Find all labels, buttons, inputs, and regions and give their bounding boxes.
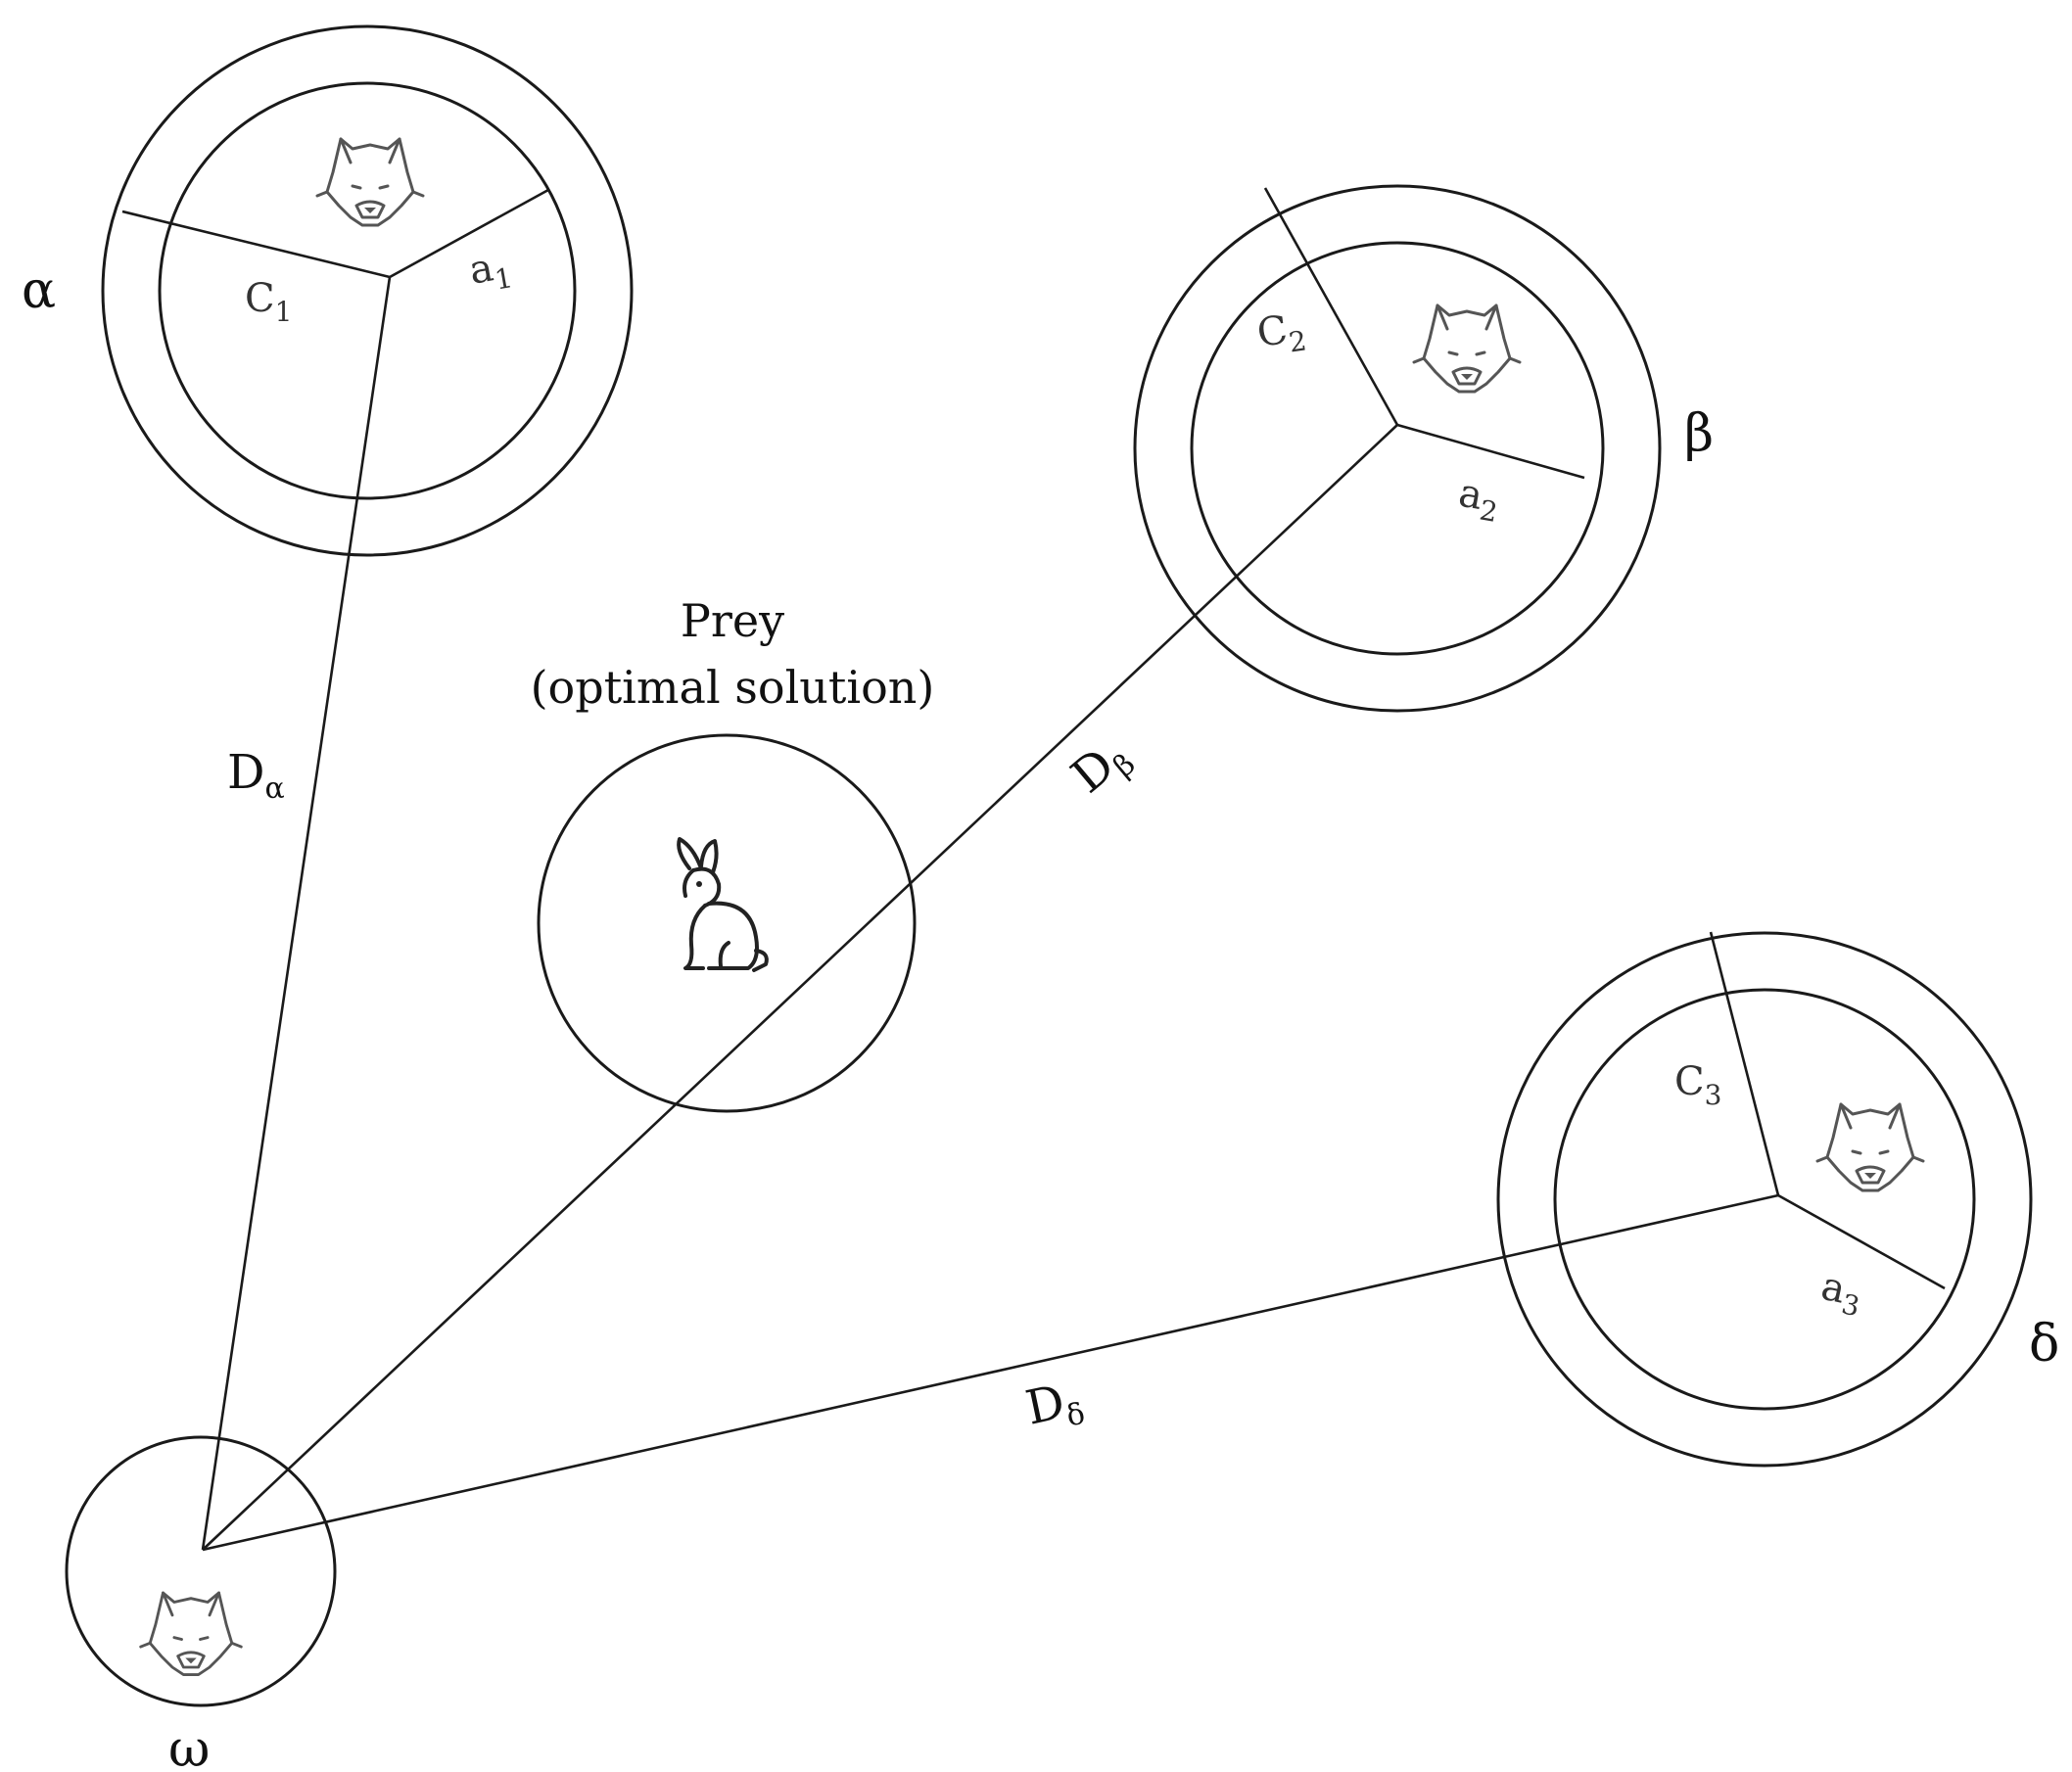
rabbit-icon [677,837,769,972]
distance-line-delta [202,1193,1779,1552]
distance-delta-label: Dδ [1021,1371,1088,1441]
beta-a-label: a2 [1454,471,1503,529]
omega-circle [65,1435,337,1707]
beta-wolf-head-icon [1412,303,1522,394]
delta-wolf-head-icon [1815,1102,1925,1192]
delta-c-radius [1709,931,1780,1196]
delta-a-label: a3 [1815,1264,1866,1324]
alpha-wolf-node: α C1 a1 [22,24,634,557]
distance-beta-label: Dβ [1061,726,1143,808]
omega-label: ω [168,1720,210,1772]
alpha-c-label: C1 [245,276,292,328]
distance-line-beta [202,424,1398,1551]
delta-c-label: C3 [1674,1059,1721,1111]
beta-outer-circle [1133,184,1662,713]
beta-a-radius [1396,423,1585,480]
alpha-a-radius [389,188,549,279]
distance-alpha-label: Dα [227,745,285,806]
alpha-c-radius [121,210,391,279]
beta-c-radius [1263,187,1399,426]
beta-wolf-node: β C2 a2 [1133,184,1714,713]
beta-label: β [1684,404,1714,463]
alpha-wolf-head-icon [315,137,425,227]
beta-c-label: C2 [1254,305,1308,363]
delta-inner-circle [1553,988,1976,1411]
prey-title: Prey [681,594,784,647]
omega-wolf-head-icon [139,1591,243,1677]
alpha-outer-circle [101,24,634,557]
distance-line-alpha [201,276,392,1551]
delta-a-radius [1777,1193,1946,1290]
omega-wolf-node: ω [65,1435,337,1772]
alpha-a-label: a1 [466,242,515,300]
prey-subtitle: (optimal solution) [531,661,935,714]
delta-outer-circle [1496,931,2033,1468]
beta-inner-circle [1190,241,1605,656]
alpha-label: α [22,261,56,320]
delta-label: δ [2029,1315,2059,1374]
prey-circle [537,733,917,1113]
prey-node: Prey (optimal solution) [531,594,935,1113]
alpha-inner-circle [158,81,577,500]
delta-wolf-node: δ C3 a3 [1496,931,2059,1468]
